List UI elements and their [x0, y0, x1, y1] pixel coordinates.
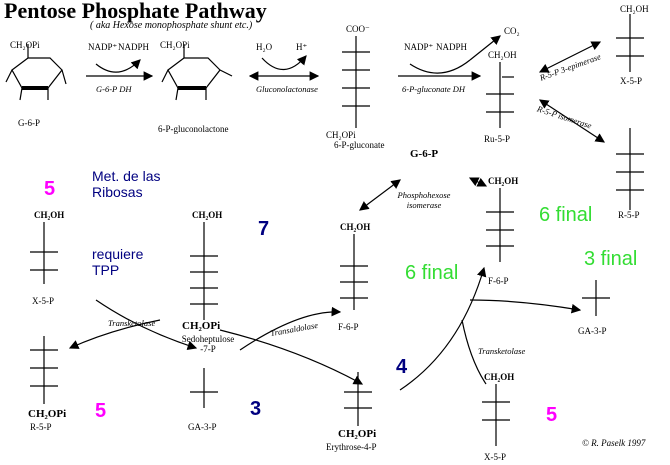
ga3p-right-label: GA-3-P — [578, 326, 607, 336]
g6p-ch2opi: CH₂OPi — [10, 40, 40, 50]
pgl-ch2opi: CH₂OPi — [160, 40, 190, 50]
h2o-label: H₂O — [256, 42, 273, 52]
ru5p-ch2oh: CH₂OH — [488, 50, 517, 60]
pgl-label: 6-P-gluconolactone — [158, 124, 229, 134]
count-ga3p: 3 — [250, 398, 262, 420]
nadp2-label: NADP⁺ — [404, 42, 434, 52]
count-r5p-left: 5 — [95, 400, 107, 422]
g6p-ring — [11, 57, 63, 89]
transketolase-left-label: Transketolase — [108, 318, 156, 328]
count-x5p-left: 5 — [44, 178, 56, 200]
nadph-label: NADPH — [118, 42, 150, 52]
x5p-right-label: X-5-P — [484, 452, 506, 462]
pgdh-label: 6-P-gluconate DH — [402, 84, 466, 94]
hplus-label: H⁺ — [296, 42, 308, 52]
gluconolactonase-label: Gluconolactonase — [256, 84, 318, 94]
r5p-top-label: R-5-P — [618, 210, 640, 220]
count-e4p: 4 — [396, 356, 408, 378]
diagram-title: Pentose Phosphate Pathway — [4, 0, 267, 23]
g6p-center-label: G-6-P — [410, 148, 439, 160]
x5p-left-label: X-5-P — [32, 296, 54, 306]
pgl-ring — [167, 57, 221, 89]
s7p-label: Sedoheptulose -7-P — [181, 334, 235, 354]
count-x5p-right: 5 — [546, 404, 558, 426]
g6pdh-label: G-6-P DH — [96, 84, 132, 94]
g6p-label: G-6-P — [18, 118, 40, 128]
e4p-label: Erythrose-4-P — [326, 442, 377, 452]
pgluconate-coo: COO⁻ — [346, 24, 370, 34]
note-met-ribosas: Met. de las Ribosas — [92, 168, 161, 200]
pgluconate-bonds — [342, 51, 370, 107]
x5p-left-ch2oh: CH₂OH — [34, 210, 65, 220]
s7p-ch2oh: CH₂OH — [192, 210, 223, 220]
final-3: 3 final — [584, 248, 638, 270]
phi-label: Phosphohexose isomerase — [397, 190, 451, 210]
ru5p-label: Ru-5-P — [484, 134, 511, 144]
nadph2-label: NADPH — [436, 42, 468, 52]
x5p-top-ch2oh: CH₂OH — [620, 4, 649, 14]
f6p-right-label: F-6-P — [488, 276, 509, 286]
ga3p-left-label: GA-3-P — [188, 422, 217, 432]
e4p-ch2opi: CH₂OPi — [338, 428, 377, 440]
x5p-right-ch2oh: CH₂OH — [484, 372, 515, 382]
co2-label: CO₂ — [504, 26, 520, 36]
f6p-mid-ch2oh: CH₂OH — [340, 222, 371, 232]
x5p-top-label: X-5-P — [620, 76, 642, 86]
nadp-label: NADP⁺ — [88, 42, 118, 52]
final-6-b: 6 final — [539, 204, 593, 226]
note-requiere-tpp: requiere TPP — [92, 246, 144, 278]
pgluconate-ch2opi: CH₂OPi — [326, 130, 356, 140]
r5p-left-ch2opi: CH₂OPi — [28, 408, 67, 420]
final-6-a: 6 final — [405, 262, 459, 284]
transketolase-right-label: Transketolase — [478, 346, 526, 356]
r5p-left-label: R-5-P — [30, 422, 52, 432]
f6p-mid-label: F-6-P — [338, 322, 359, 332]
count-s7p: 7 — [258, 218, 270, 240]
pgluconate-label: 6-P-gluconate — [334, 140, 385, 150]
diagram-subtitle: ( aka Hexose monophosphate shunt etc.) — [90, 20, 253, 31]
s7p-ch2opi: CH₂OPi — [182, 320, 221, 332]
credit: © R. Paselk 1997 — [582, 438, 646, 448]
f6p-right-ch2oh: CH₂OH — [488, 176, 519, 186]
